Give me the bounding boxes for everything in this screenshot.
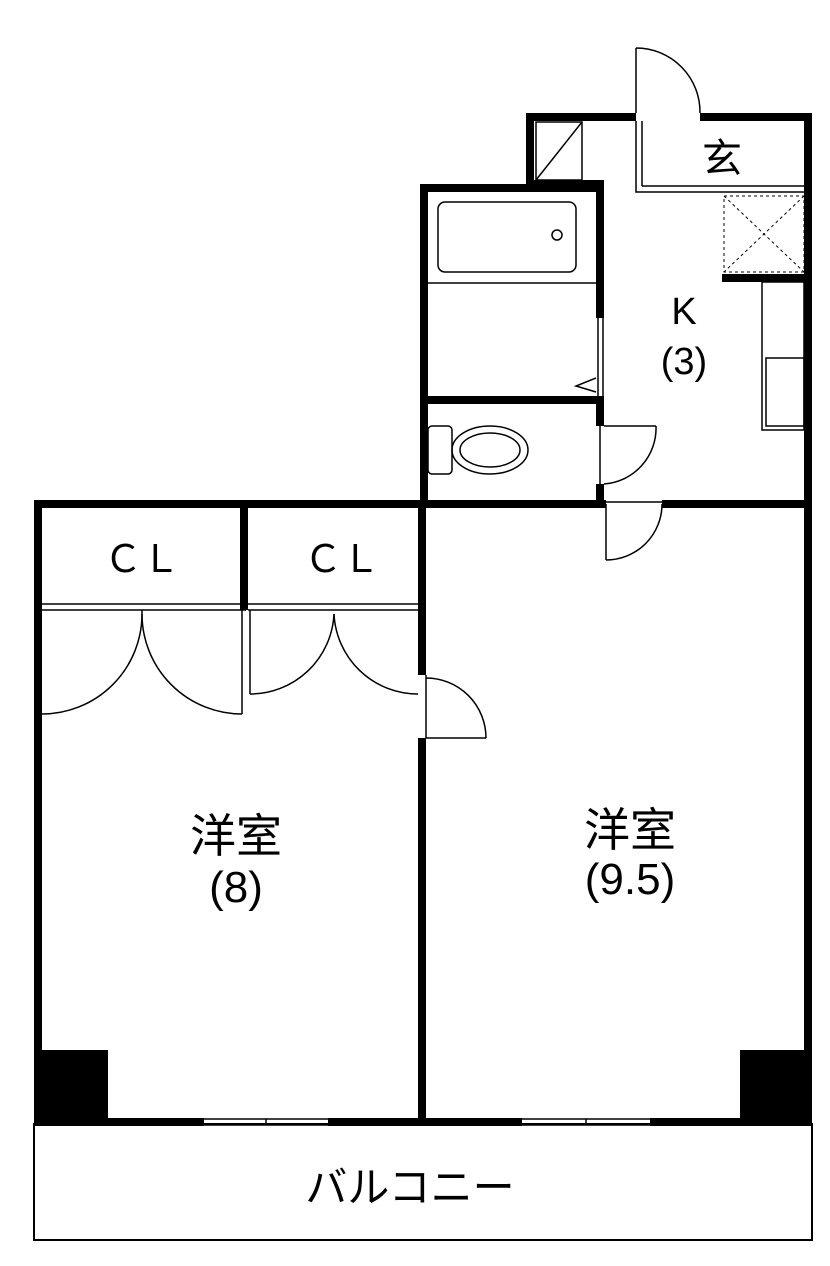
balcony-label: バルコニー (305, 1163, 514, 1212)
partition-door[interactable] (425, 675, 487, 739)
western-left-size: (8) (209, 863, 263, 912)
toilet-door[interactable] (599, 425, 657, 485)
kitchen-counter (761, 281, 805, 431)
entry-door[interactable] (635, 47, 701, 114)
shoe-cabinet (535, 121, 583, 181)
closet-right-doors[interactable] (249, 610, 419, 695)
kitchen-size: (3) (661, 341, 707, 383)
washroom-door[interactable] (573, 318, 604, 396)
closet-left-label: ＣＬ (104, 537, 180, 581)
closet-left (42, 504, 248, 611)
western-right-size: (9.5) (585, 855, 675, 904)
entrance-label: 玄 (702, 136, 742, 182)
western-left-label: 洋室 (190, 809, 282, 863)
right-room-door[interactable] (605, 501, 663, 561)
entrance-area (635, 47, 805, 273)
kitchen-label: K (671, 291, 696, 333)
exterior-walls (34, 113, 812, 1126)
western-right-label: 洋室 (584, 803, 676, 857)
closet-right (248, 603, 420, 611)
bathtub-icon (437, 201, 577, 273)
toilet-icon (427, 425, 529, 475)
closet-left-doors[interactable] (41, 610, 243, 715)
closet-right-label: ＣＬ (304, 537, 380, 581)
balcony-windows (204, 1118, 650, 1126)
